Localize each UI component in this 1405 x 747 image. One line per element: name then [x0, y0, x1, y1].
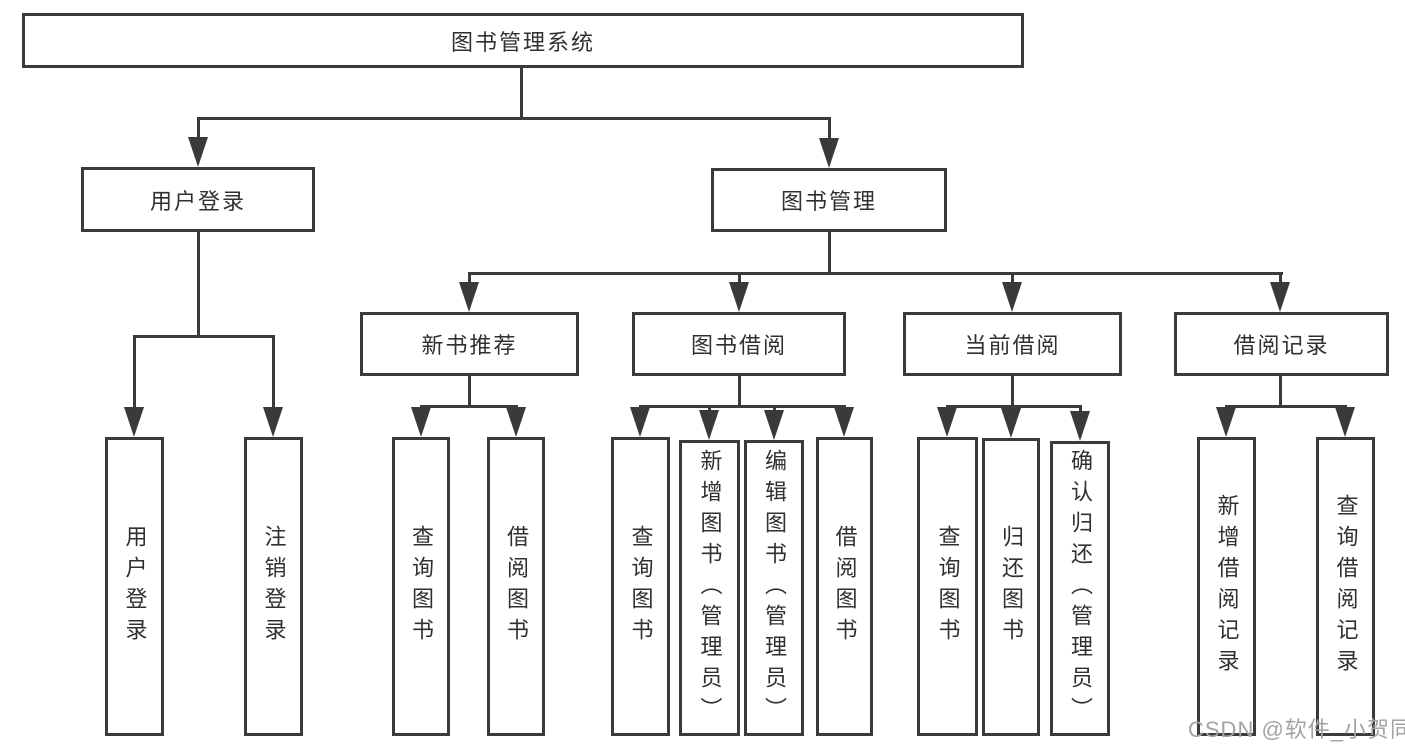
connector-line	[468, 272, 471, 286]
leaf-edit-books-admin-label: 编辑图书（管理员）	[762, 448, 787, 728]
leaf-confirm-return-admin-label: 确认归还（管理员）	[1068, 449, 1093, 728]
node-current-borrow-label: 当前借阅	[964, 333, 1061, 358]
arrow-down-icon	[1002, 282, 1022, 312]
leaf-query-borrow-record-label: 查询借阅记录	[1333, 493, 1359, 680]
leaf-add-books-admin-label: 新增图书（管理员）	[697, 448, 723, 728]
leaf-borrow-books-label: 借阅图书	[832, 524, 858, 649]
arrow-down-icon	[188, 137, 208, 167]
connector-line	[197, 117, 831, 120]
leaf-user-login-label: 用户登录	[122, 524, 148, 649]
connector-line	[738, 376, 741, 405]
connector-line	[468, 376, 471, 405]
arrow-down-icon	[937, 407, 957, 437]
node-current-borrow: 当前借阅	[903, 312, 1122, 376]
leaf-query-books-recommend: 查询图书	[392, 437, 450, 736]
leaf-borrow-books-recommend: 借阅图书	[487, 437, 545, 736]
arrow-down-icon	[819, 138, 839, 168]
node-book-management-label: 图书管理	[780, 189, 877, 214]
leaf-user-login: 用户登录	[105, 437, 164, 736]
node-root-label: 图书管理系统	[450, 29, 595, 55]
leaf-query-books-recommend-label: 查询图书	[409, 524, 434, 649]
connector-line	[639, 405, 846, 408]
connector-line	[1079, 405, 1082, 413]
leaf-query-books-current: 查询图书	[917, 437, 978, 736]
arrow-down-icon	[1216, 407, 1236, 437]
connector-line	[1225, 405, 1347, 408]
node-user-login-label: 用户登录	[149, 188, 246, 214]
connector-line	[828, 117, 831, 140]
node-root: 图书管理系统	[22, 13, 1024, 68]
leaf-return-books: 归还图书	[982, 438, 1040, 736]
leaf-return-books-label: 归还图书	[999, 525, 1024, 649]
connector-line	[773, 405, 776, 413]
node-new-book-recommend-label: 新书推荐	[421, 333, 518, 358]
leaf-logout-label: 注销登录	[261, 524, 287, 649]
connector-line	[1279, 272, 1282, 286]
arrow-down-icon	[1270, 282, 1290, 312]
connector-line	[708, 405, 711, 413]
arrow-down-icon	[764, 410, 784, 440]
leaf-query-books-borrow-label: 查询图书	[628, 524, 654, 649]
connector-line	[1011, 272, 1014, 286]
connector-line	[828, 232, 831, 272]
connector-line	[738, 272, 741, 286]
connector-line	[272, 335, 275, 410]
connector-line	[197, 117, 200, 140]
leaf-confirm-return-admin: 确认归还（管理员）	[1050, 441, 1110, 736]
leaf-logout: 注销登录	[244, 437, 303, 736]
arrow-down-icon	[411, 407, 431, 437]
arrow-down-icon	[124, 407, 144, 437]
leaf-add-borrow-record-label: 新增借阅记录	[1214, 493, 1240, 680]
connector-line	[468, 272, 1283, 275]
node-user-login: 用户登录	[81, 167, 315, 232]
connector-line	[946, 405, 1082, 408]
leaf-query-books-borrow: 查询图书	[611, 437, 670, 736]
leaf-borrow-books: 借阅图书	[816, 437, 873, 736]
connector-line	[520, 68, 523, 117]
connector-line	[1011, 376, 1014, 405]
arrow-down-icon	[459, 282, 479, 312]
node-book-borrow-label: 图书借阅	[690, 333, 787, 358]
arrow-down-icon	[699, 410, 719, 440]
connector-line	[1279, 376, 1282, 405]
leaf-add-borrow-record: 新增借阅记录	[1197, 437, 1256, 736]
arrow-down-icon	[1335, 407, 1355, 437]
arrow-down-icon	[506, 407, 526, 437]
arrow-down-icon	[630, 407, 650, 437]
leaf-query-borrow-record: 查询借阅记录	[1316, 437, 1375, 736]
node-borrow-records: 借阅记录	[1174, 312, 1389, 376]
arrow-down-icon	[1001, 408, 1021, 438]
leaf-borrow-books-recommend-label: 借阅图书	[504, 524, 529, 649]
node-book-borrow: 图书借阅	[632, 312, 846, 376]
arrow-down-icon	[729, 282, 749, 312]
node-new-book-recommend: 新书推荐	[360, 312, 579, 376]
arrow-down-icon	[1070, 411, 1090, 441]
leaf-edit-books-admin: 编辑图书（管理员）	[744, 440, 804, 736]
leaf-add-books-admin: 新增图书（管理员）	[679, 440, 740, 736]
connector-line	[133, 335, 136, 410]
connector-line	[133, 335, 275, 338]
connector-line	[420, 405, 518, 408]
node-borrow-records-label: 借阅记录	[1233, 333, 1330, 358]
node-book-management: 图书管理	[711, 168, 947, 232]
arrow-down-icon	[834, 407, 854, 437]
leaf-query-books-current-label: 查询图书	[935, 524, 961, 649]
arrow-down-icon	[263, 407, 283, 437]
connector-line	[197, 232, 200, 335]
csdn-watermark: CSDN @软件_小贺同学	[1188, 717, 1405, 742]
